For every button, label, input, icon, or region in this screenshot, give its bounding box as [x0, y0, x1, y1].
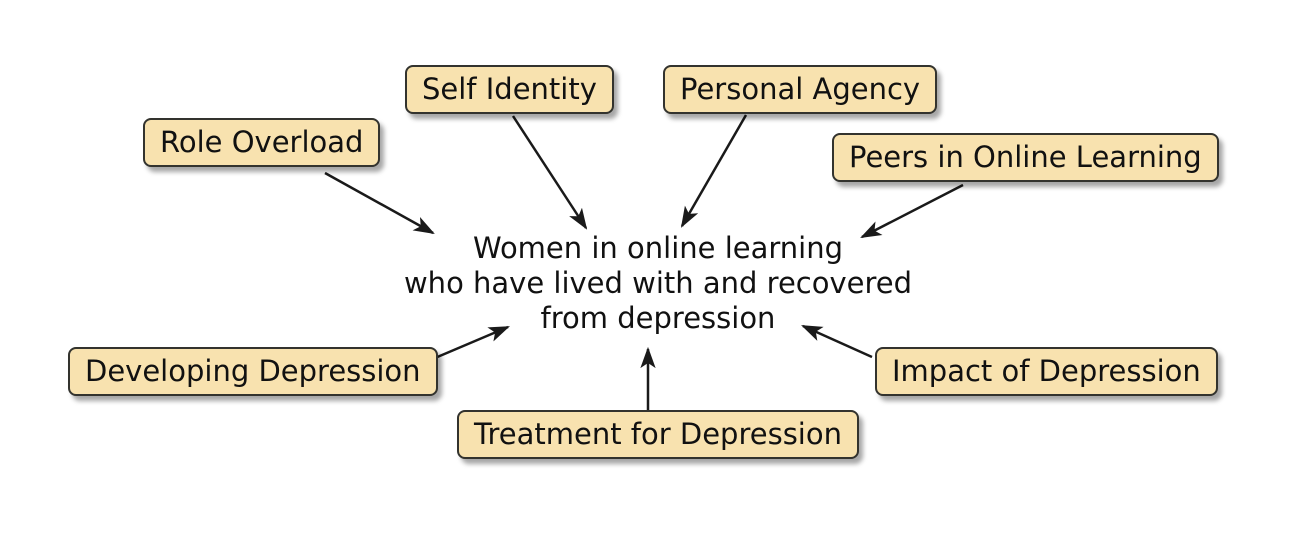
- central-concept-line-1: Women in online learning: [472, 231, 844, 265]
- arrow-self-identity-to-center: [511, 115, 588, 230]
- central-concept-line-3: from depression: [540, 301, 776, 335]
- central-concept-line-2: who have lived with and recovered: [403, 266, 913, 300]
- node-role-overload[interactable]: Role Overload: [143, 118, 381, 168]
- arrow-peers-in-online-learning-to-center: [860, 183, 964, 239]
- node-developing-depression[interactable]: Developing Depression: [68, 347, 438, 397]
- node-self-identity[interactable]: Self Identity: [405, 65, 614, 115]
- arrow-personal-agency-to-center: [680, 114, 748, 228]
- node-impact-of-depression[interactable]: Impact of Depression: [875, 347, 1218, 397]
- node-peers-in-online-learning[interactable]: Peers in Online Learning: [832, 133, 1219, 183]
- central-concept-node[interactable]: Women in online learning who have lived …: [404, 231, 912, 336]
- arrow-role-overload-to-center: [324, 171, 435, 235]
- node-personal-agency[interactable]: Personal Agency: [663, 65, 938, 115]
- node-treatment-for-depression[interactable]: Treatment for Depression: [457, 410, 859, 460]
